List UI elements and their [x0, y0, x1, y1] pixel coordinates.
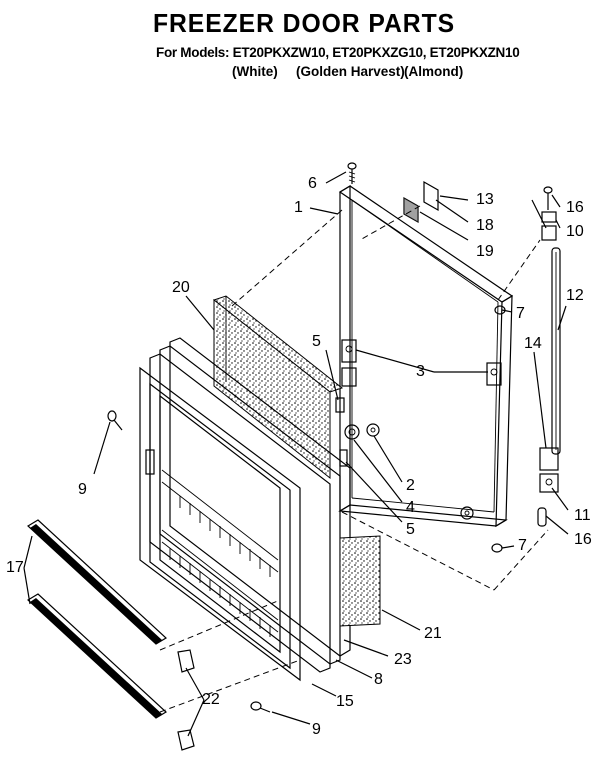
callout-10: 10: [566, 223, 584, 240]
callout-1: 1: [294, 199, 303, 216]
callout-3: 3: [416, 363, 425, 380]
callout-labels: 6 1 13 18 19 16 10 12 7 14 3 5 20 9 2 4 …: [6, 175, 592, 738]
clip-parts: [403, 180, 439, 224]
end-caps: [177, 649, 195, 751]
color-almond: (Almond): [404, 64, 464, 79]
callout-7-top: 7: [516, 305, 525, 322]
shelf-ribs: [161, 469, 279, 637]
callout-13: 13: [476, 191, 494, 208]
models-line: For Models: ET20PKXZW10, ET20PKXZG10, ET…: [156, 45, 520, 60]
callout-9-upper: 9: [78, 481, 87, 498]
callout-9-lower: 9: [312, 721, 321, 738]
callout-15: 15: [336, 693, 354, 710]
callout-4: 4: [406, 499, 415, 516]
callout-6: 6: [308, 175, 317, 192]
callout-5-top: 5: [312, 333, 321, 350]
callout-11: 11: [574, 507, 591, 524]
callout-16-top: 16: [566, 199, 584, 216]
washers: [335, 305, 506, 553]
hinge-bracket-left: [341, 339, 357, 387]
hinge-bracket-right: [486, 362, 502, 386]
shelf-rail-lower: [27, 593, 167, 719]
callout-16-bottom: 16: [574, 531, 592, 548]
screw-9-lower: [250, 701, 271, 713]
door-liner: [139, 366, 301, 682]
screw-9-upper: [107, 410, 123, 431]
alignment-lines: [159, 205, 549, 713]
callout-21: 21: [424, 625, 442, 642]
screw-6: [347, 162, 357, 184]
insulation-panel: [212, 295, 344, 480]
callout-2: 2: [406, 477, 415, 494]
callout-17: 17: [6, 559, 24, 576]
shelf-rail-upper: [27, 519, 167, 645]
callout-14: 14: [524, 335, 542, 352]
leader-lines: [23, 171, 569, 737]
hinge-assembly-right: [537, 186, 561, 527]
color-golden-harvest: (Golden Harvest): [296, 64, 405, 79]
page-title: FREEZER DOOR PARTS: [152, 8, 456, 38]
callout-5-bottom: 5: [406, 521, 415, 538]
callout-8: 8: [374, 671, 383, 688]
callout-12: 12: [566, 287, 584, 304]
callout-22: 22: [202, 691, 220, 708]
callout-19: 19: [476, 243, 494, 260]
callout-7-bottom: 7: [518, 537, 527, 554]
color-white: (White): [232, 64, 278, 79]
callout-20: 20: [172, 279, 190, 296]
callout-18: 18: [476, 217, 494, 234]
door-panel-insulation: [339, 535, 381, 627]
callout-23: 23: [394, 651, 412, 668]
